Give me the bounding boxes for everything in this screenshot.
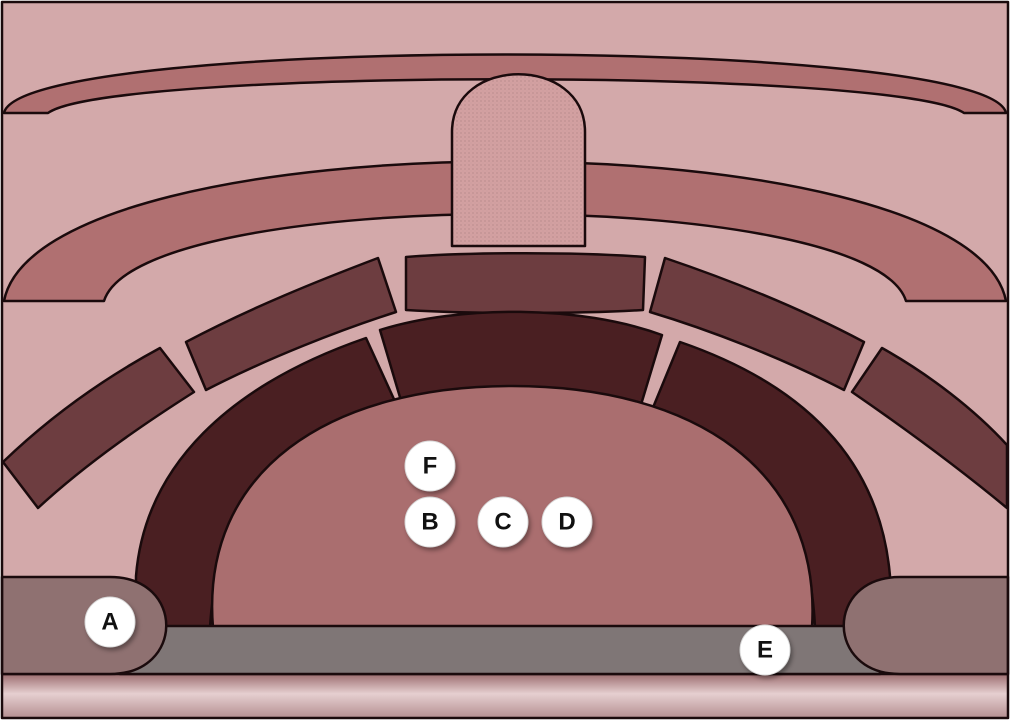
marker-b-circle [404, 496, 456, 548]
marker-d-circle [541, 496, 593, 548]
marker-f-label: F [423, 453, 438, 480]
marker-b: B [404, 496, 456, 548]
floor-strip [2, 674, 1008, 718]
voussoir-outer-1 [1, 346, 196, 510]
marker-c: C [477, 496, 529, 548]
marker-d-label: D [558, 509, 575, 536]
marker-a-circle [84, 596, 136, 648]
keystone [450, 73, 587, 248]
marker-e-label: E [757, 637, 773, 664]
voussoir-outer-2 [184, 256, 398, 392]
marker-a-label: A [101, 609, 118, 636]
marker-e-circle [739, 624, 791, 676]
side-block-left [0, 575, 168, 676]
marker-d: D [541, 496, 593, 548]
voussoir-outer-3 [404, 252, 647, 315]
marker-c-circle [477, 496, 529, 548]
marker-c-label: C [494, 509, 511, 536]
marker-b-label: B [421, 509, 438, 536]
outer-band-top [2, 53, 1008, 115]
voussoir-outer-4 [648, 256, 866, 392]
marker-f: F [404, 440, 456, 492]
marker-a: A [84, 596, 136, 648]
outer-band-middle [2, 160, 1008, 303]
marker-f-circle [404, 440, 456, 492]
marker-e: E [739, 624, 791, 676]
side-block-right [842, 575, 1010, 676]
